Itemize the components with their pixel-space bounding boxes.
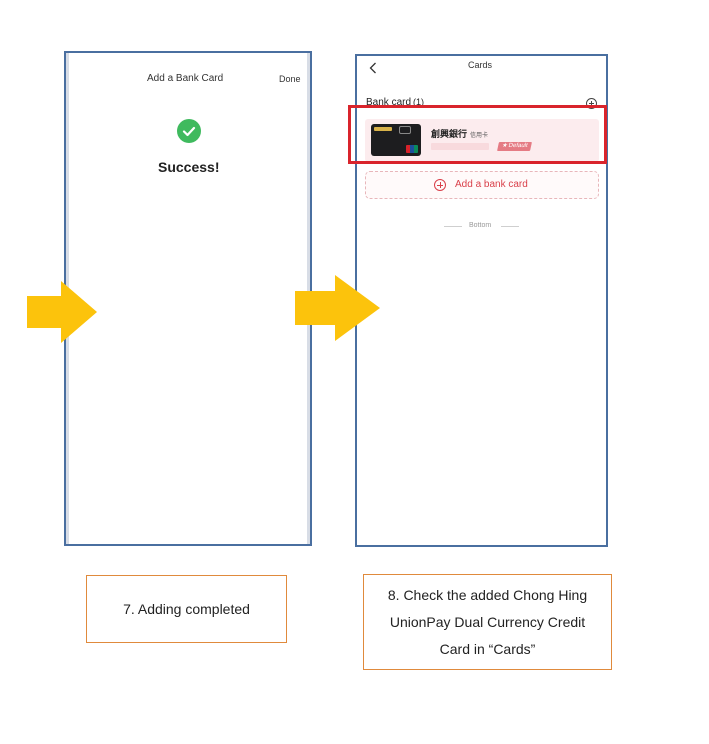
section-label-bank-card: Bank card(1) <box>366 97 424 108</box>
highlight-box <box>348 105 607 164</box>
bottom-divider-left <box>444 226 462 227</box>
back-chevron-icon[interactable] <box>369 62 377 74</box>
section-label-text: Bank card <box>366 97 412 108</box>
success-check-icon <box>177 119 201 143</box>
card-type: 信用卡 <box>470 133 489 139</box>
caption-step-8-text: 8. Check the added Chong Hing UnionPay D… <box>387 586 588 657</box>
done-button[interactable]: Done <box>279 74 301 84</box>
caption-step-8: 8. Check the added Chong Hing UnionPay D… <box>363 574 612 670</box>
phone-screen-add-bank-card: Add a Bank Card Done Success! <box>64 51 312 546</box>
bank-name-text: 創興銀行 <box>431 129 468 139</box>
caption-step-7: 7. Adding completed <box>86 575 287 643</box>
bank-card-item[interactable]: 創興銀行信用卡 ★Default <box>365 119 599 162</box>
phone-screen-cards: Cards Bank card(1) 創興銀行信用卡 ★Default Add … <box>355 54 608 547</box>
caption-step-7-text: 7. Adding completed <box>123 601 250 617</box>
add-circle-icon <box>434 179 446 191</box>
card-thumbnail <box>371 124 421 156</box>
card-chip-icon <box>399 126 411 134</box>
add-card-plus-icon[interactable] <box>586 98 597 109</box>
card-count: (1) <box>413 97 425 107</box>
bottom-label: Bottom <box>469 222 492 229</box>
arrow-right-icon <box>27 281 97 343</box>
card-number-masked <box>431 143 489 150</box>
arrow-right-icon <box>295 275 380 341</box>
page-title: Add a Bank Card <box>147 73 224 84</box>
success-message: Success! <box>158 159 220 175</box>
bank-logo-icon <box>374 127 392 131</box>
bottom-divider-right <box>501 226 519 227</box>
unionpay-logo-icon <box>406 145 418 153</box>
bank-name: 創興銀行信用卡 <box>431 127 488 140</box>
add-bank-card-label: Add a bank card <box>455 179 528 190</box>
add-bank-card-button[interactable]: Add a bank card <box>365 171 599 199</box>
page-title: Cards <box>468 60 493 70</box>
